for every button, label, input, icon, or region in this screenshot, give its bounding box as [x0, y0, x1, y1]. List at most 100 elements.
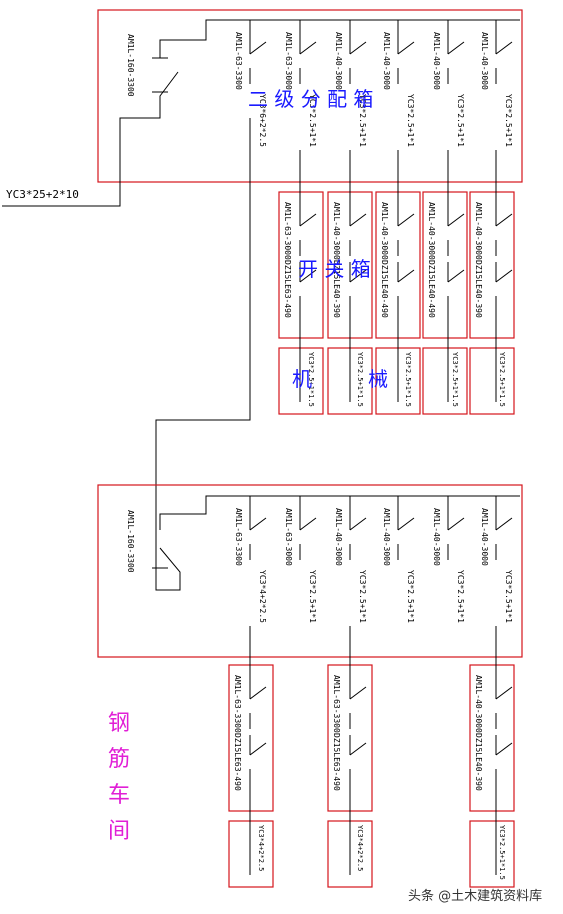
leakage-breaker-blade — [397, 269, 415, 283]
switch-box-frame — [469, 664, 515, 812]
branch-breaker-blade — [299, 517, 317, 531]
workshop-char-2: 筋 — [108, 747, 130, 772]
leakage-breaker-label: DZ15LE40-390 — [474, 260, 483, 318]
switch-breaker-blade — [299, 213, 317, 227]
equipment-frame — [469, 347, 515, 415]
switch-breaker-label: AM1L-40-3000 — [474, 202, 483, 260]
switch-box-frame — [278, 191, 324, 339]
distribution-box-frame-bottom — [97, 484, 523, 658]
branch-breaker-label: AM1L-40-3000 — [480, 508, 489, 566]
inter-box-link — [155, 118, 251, 530]
branch-breaker-label: AM1L-40-3000 — [382, 32, 391, 90]
switch-breaker-blade — [447, 213, 465, 227]
leakage-breaker-blade — [447, 269, 465, 283]
switch-breaker-blade — [495, 686, 513, 700]
workshop-char-4: 间 — [108, 819, 130, 844]
leakage-breaker-label: DZ15LE63-490 — [233, 733, 242, 791]
branch-breaker-blade — [249, 41, 267, 55]
branch-breaker-label: AM1L-63-3300 — [234, 32, 243, 90]
branch-breaker-blade — [249, 517, 267, 531]
switch-box-frame — [422, 191, 468, 339]
output-cable-label: YC3*2.5+1*1.5 — [498, 825, 506, 880]
branch-breaker-label: AM1L-63-3300 — [234, 508, 243, 566]
main-breaker-symbol — [119, 71, 179, 130]
branch-breaker-blade — [299, 41, 317, 55]
branch-breaker-blade — [447, 41, 465, 55]
switch-breaker-label: AM1L-40-3000 — [427, 202, 436, 260]
incoming-feeder-line — [2, 130, 121, 207]
output-cable-label: YC3*2.5+1*1.5 — [404, 352, 412, 407]
bottom-branch-circuits: AM1L-63-3300YC3*4+2*2.5AM1L-63-3000YC3*2… — [234, 496, 513, 623]
branch-breaker-blade — [495, 517, 513, 531]
main-breaker-label-bottom: AM1L-160-3300 — [126, 510, 135, 573]
leakage-breaker-blade — [249, 742, 267, 756]
leakage-breaker-label: DZ15LE63-490 — [332, 733, 341, 791]
leakage-breaker-label: DZ15LE40-490 — [380, 260, 389, 318]
output-cable-label: YC3*4+2*2.5 — [356, 825, 364, 871]
output-cable-label: YC3*2.5+1*1.5 — [307, 352, 315, 407]
equipment-frame — [469, 820, 515, 888]
top-branch-circuits: AM1L-63-3300YC3*6+2*2.5AM1L-63-3000YC3*2… — [234, 20, 513, 147]
switch-breaker-label: AM1L-40-3000 — [332, 202, 341, 260]
leakage-breaker-blade — [299, 269, 317, 283]
output-cable-label: YC3*4+2*2.5 — [257, 825, 265, 871]
branch-cable-label: YC3*2.5+1*1 — [456, 94, 465, 147]
output-cable-label: YC3*2.5+1*1.5 — [356, 352, 364, 407]
equipment-frame — [422, 347, 468, 415]
branch-cable-label: YC3*2.5+1*1 — [406, 94, 415, 147]
distribution-box-frame — [97, 9, 523, 183]
branch-breaker-blade — [495, 41, 513, 55]
switch-breaker-label: AM1L-63-3000 — [283, 202, 292, 260]
workshop-label: 钢 筋 车 间 — [108, 711, 130, 844]
equipment-frame — [228, 820, 274, 888]
branch-cable-label: YC3*2.5+1*1 — [456, 570, 465, 623]
branch-cable-label: YC3*2.5+1*1 — [358, 570, 367, 623]
top-busbar — [159, 19, 520, 58]
secondary-distribution-box-top: YC3*25+2*10 AM1L-160-3300 AM1L-63-3300YC… — [2, 9, 523, 207]
switch-box-frame — [228, 664, 274, 812]
branch-breaker-blade — [397, 517, 415, 531]
branch-breaker-label: AM1L-40-3000 — [382, 508, 391, 566]
output-cable-label: YC3*2.5+1*1.5 — [451, 352, 459, 407]
branch-breaker-label: AM1L-40-3000 — [432, 32, 441, 90]
leakage-breaker-label: DZ15LE63-490 — [283, 260, 292, 318]
switch-breaker-blade — [349, 213, 367, 227]
switch-box-title: 开 关 箱 — [298, 257, 371, 281]
leakage-breaker-label: DZ15LE40-490 — [427, 260, 436, 318]
secondary-distribution-box-bottom: AM1L-160-3300 AM1L-63-3300YC3*4+2*2.5AM1… — [97, 484, 523, 658]
equipment-frame — [278, 347, 324, 415]
branch-breaker-label: AM1L-63-3000 — [284, 508, 293, 566]
branch-breaker-label: AM1L-40-3000 — [334, 32, 343, 90]
branch-breaker-label: AM1L-63-3000 — [284, 32, 293, 90]
switch-breaker-blade — [349, 686, 367, 700]
branch-cable-label: YC3*6+2*2.5 — [258, 94, 267, 147]
distribution-box-title: 二 级 分 配 箱 — [248, 87, 373, 111]
branch-breaker-blade — [349, 517, 367, 531]
main-breaker-symbol-bottom — [155, 530, 181, 591]
branch-breaker-blade — [349, 41, 367, 55]
branch-breaker-label: AM1L-40-3000 — [334, 508, 343, 566]
branch-cable-label: YC3*2.5+1*1 — [504, 94, 513, 147]
switch-breaker-blade — [495, 213, 513, 227]
branch-cable-label: YC3*2.5+1*1 — [308, 570, 317, 623]
output-cable-label: YC3*2.5+1*1.5 — [498, 352, 506, 407]
branch-breaker-label: AM1L-40-3000 — [432, 508, 441, 566]
feeder-label: YC3*25+2*10 — [6, 188, 79, 201]
switch-boxes-bottom: AM1L-63-3300DZ15LE63-490YC3*4+2*2.5AM1L-… — [228, 626, 515, 888]
switch-breaker-label: AM1L-40-3000 — [474, 675, 483, 733]
